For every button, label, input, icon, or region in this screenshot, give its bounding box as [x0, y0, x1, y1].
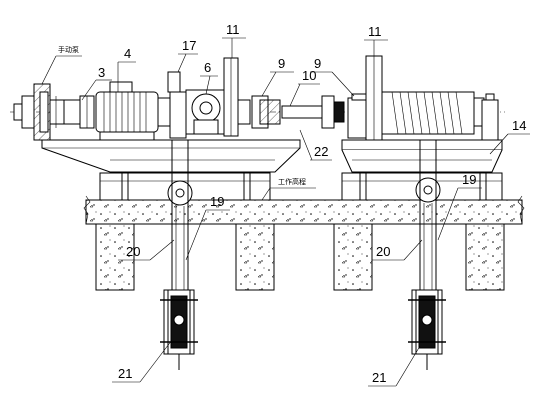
- concrete-piers: [95, 223, 505, 291]
- label-14: 14: [512, 118, 526, 133]
- label-21-left: 21: [118, 366, 132, 381]
- label-9-left: 9: [278, 56, 285, 71]
- label-9-right: 9: [314, 56, 321, 71]
- reducer-assembly: [167, 57, 251, 139]
- label-19-left: 19: [210, 194, 224, 209]
- part-number-labels: 手动泵 3 4 17 11 6 9 10 9 11 22 工作高程 14 19 …: [58, 22, 526, 385]
- drum-ribs: [391, 91, 463, 135]
- label-11-left: 11: [226, 22, 240, 37]
- label-17: 17: [182, 38, 196, 53]
- label-21-right: 21: [372, 370, 386, 385]
- label-11-right: 11: [368, 24, 382, 39]
- label-center-note: 工作高程: [278, 177, 306, 186]
- label-20-right: 20: [376, 244, 390, 259]
- base-frames: [41, 139, 503, 173]
- brake-coupling: [63, 95, 95, 129]
- label-3: 3: [98, 65, 105, 80]
- right-hoist: [408, 140, 446, 370]
- label-4: 4: [124, 46, 131, 61]
- hand-pump-assembly: [13, 83, 65, 141]
- label-6: 6: [204, 60, 211, 75]
- leader-lines: [41, 37, 530, 387]
- label-19-right: 19: [462, 172, 476, 187]
- label-top-left-note: 手动泵: [58, 45, 79, 54]
- drum-assembly: [347, 55, 499, 141]
- label-20-left: 20: [126, 244, 140, 259]
- label-10: 10: [302, 68, 316, 83]
- motor: [95, 81, 171, 141]
- left-hoist: [160, 140, 198, 370]
- label-22: 22: [314, 144, 328, 159]
- coupling-shaft: [251, 95, 345, 129]
